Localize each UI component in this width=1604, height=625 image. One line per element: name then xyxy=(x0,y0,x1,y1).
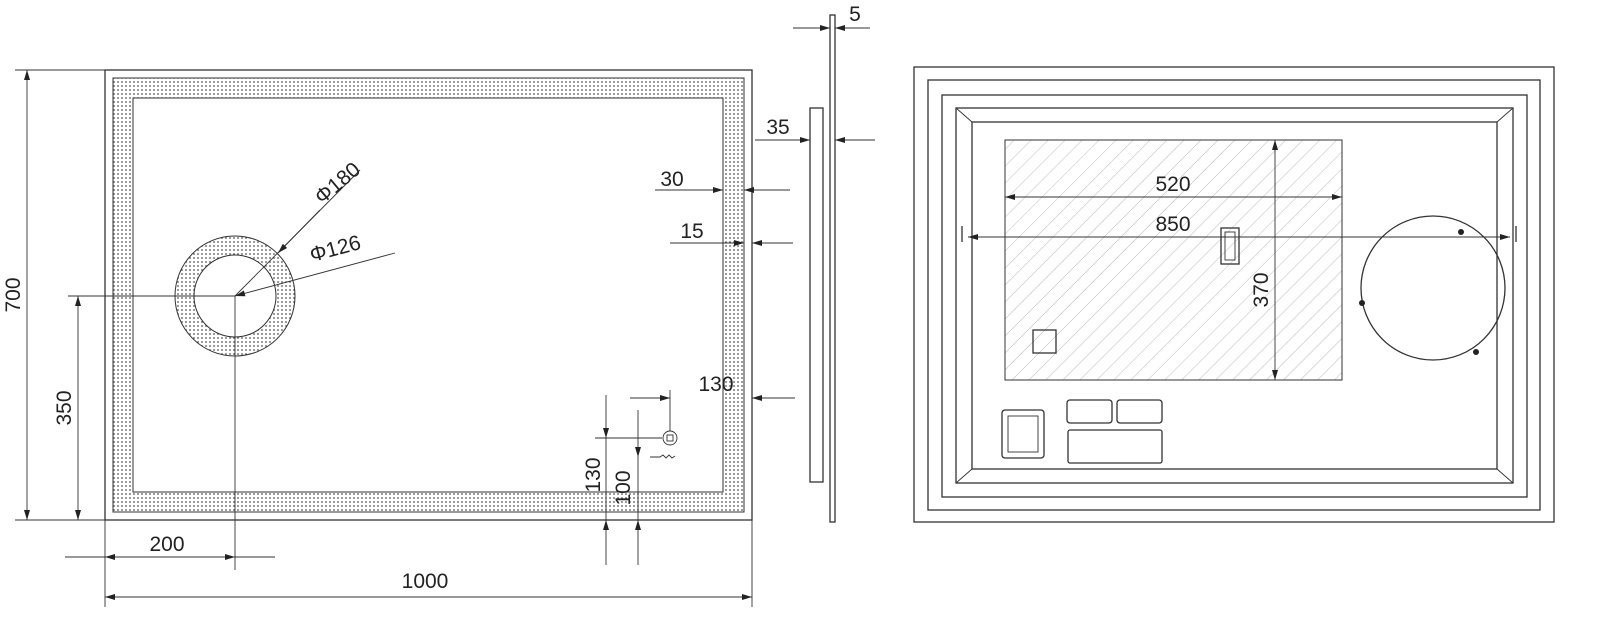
frame-label: 30 xyxy=(660,168,683,191)
switch-y-label: 100 xyxy=(612,470,635,505)
hook-icon xyxy=(961,226,1517,242)
side-frame xyxy=(809,107,824,483)
inset-label: 15 xyxy=(680,220,703,243)
outer-diameter-label: Φ180 xyxy=(310,158,364,209)
hook-span-label: 850 xyxy=(1155,213,1190,236)
transformer-box xyxy=(1001,409,1045,459)
touch-sensor-icon xyxy=(662,430,678,446)
heating-pad xyxy=(1004,139,1343,381)
driver-box-2 xyxy=(1116,399,1163,424)
pad-height-label: 370 xyxy=(1250,272,1273,307)
sensor-module xyxy=(1032,329,1057,354)
side-view: 35 5 xyxy=(755,3,875,523)
half-height-label: 350 xyxy=(53,390,76,425)
offset-label: 200 xyxy=(149,533,184,556)
front-view: 700 350 200 1000 Φ180 Φ126 30 15 xyxy=(2,69,795,607)
power-supply-box xyxy=(1067,429,1163,464)
depth-label: 35 xyxy=(766,116,789,139)
rear-view: 520 850 370 xyxy=(913,66,1555,523)
connector-box xyxy=(1220,227,1240,265)
led-frame-band xyxy=(112,77,745,513)
side-glass xyxy=(829,14,836,523)
glass-label: 5 xyxy=(849,3,861,26)
sensor-x-label: 130 xyxy=(698,373,733,396)
height-label: 700 xyxy=(2,277,25,312)
magnifier-back xyxy=(1360,215,1506,361)
width-label: 1000 xyxy=(402,570,449,593)
mirror-outline xyxy=(104,69,753,521)
switch-wire-icon xyxy=(650,454,676,459)
driver-box-1 xyxy=(1066,399,1113,424)
pad-width-label: 520 xyxy=(1155,173,1190,196)
sensor-y-label: 130 xyxy=(582,457,605,492)
inner-diameter-label: Φ126 xyxy=(307,231,363,267)
